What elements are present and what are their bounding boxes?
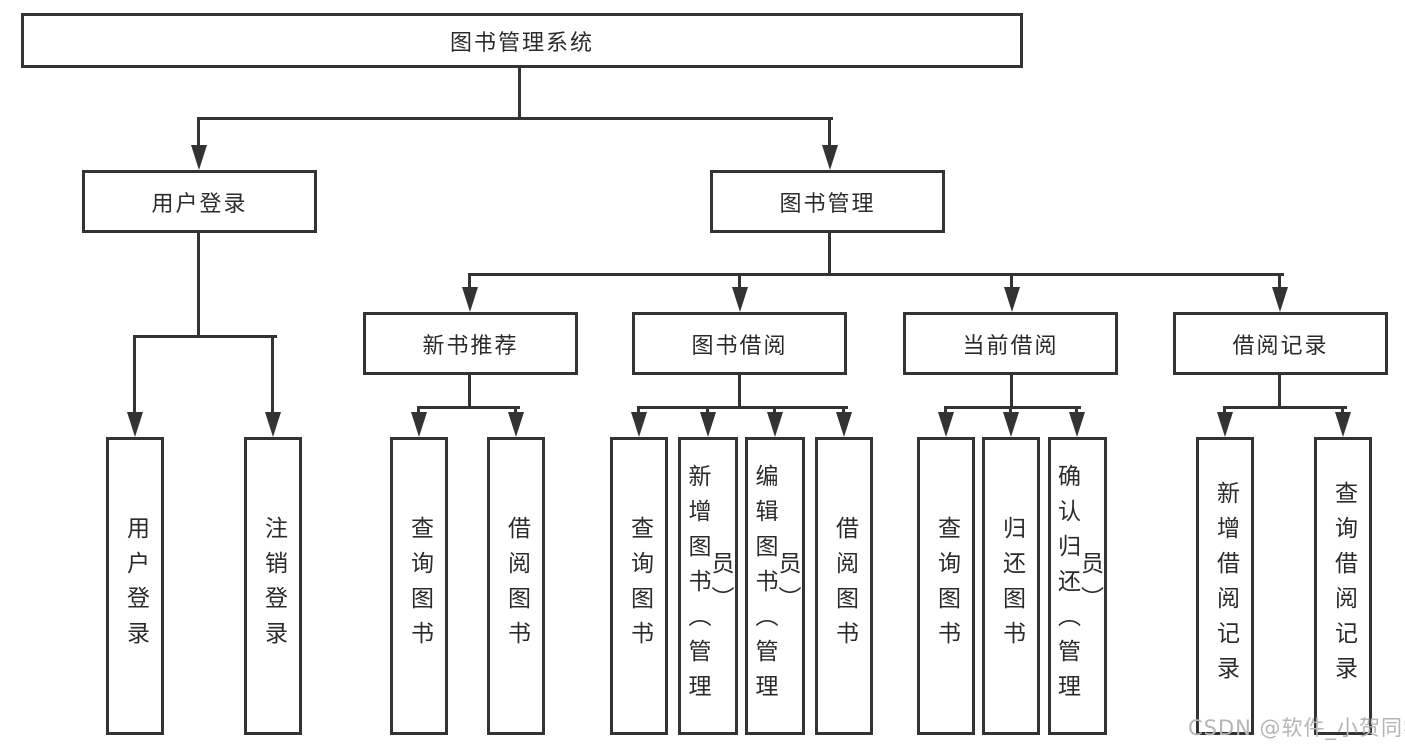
watermark-text: CSDN @软件_小贺同学	[1188, 716, 1405, 740]
node-current-borrowing: 当前借阅	[903, 312, 1118, 375]
node-label: 查询图书	[626, 516, 653, 656]
arrow-down-icon	[265, 412, 281, 437]
connector-line	[828, 233, 831, 273]
arrow-down-icon	[1004, 287, 1020, 312]
connector-line	[133, 335, 277, 338]
arrow-down-icon	[767, 412, 783, 437]
node-label: 确认归还（管理员）	[1053, 463, 1103, 709]
connector-line	[417, 406, 520, 409]
arrow-down-icon	[191, 145, 207, 170]
connector-line	[468, 273, 1284, 276]
node-label: 新书推荐	[422, 333, 519, 359]
arrow-down-icon	[1335, 412, 1351, 437]
node-label: 用户登录	[122, 516, 149, 656]
node-label: 注销登录	[260, 516, 287, 656]
arrow-down-icon	[836, 412, 852, 437]
node-book-management: 图书管理	[710, 170, 945, 233]
arrow-down-icon	[732, 287, 748, 312]
node-label: 用户登录	[151, 191, 248, 217]
leaf-query-books: 查询图书	[917, 437, 975, 735]
connector-line	[1010, 273, 1013, 292]
connector-line	[637, 406, 848, 409]
leaf-user-login: 用户登录	[106, 437, 164, 735]
leaf-query-books: 查询图书	[390, 437, 448, 735]
node-label: 新增借阅记录	[1212, 481, 1239, 691]
node-label: 图书借阅	[691, 333, 788, 359]
connector-line	[1223, 406, 1347, 409]
arrow-down-icon	[1272, 287, 1288, 312]
node-book-management-system: 图书管理系统	[21, 13, 1023, 68]
connector-line	[271, 335, 274, 415]
node-label: 借阅图书	[831, 516, 858, 656]
connector-line	[828, 117, 831, 150]
connector-line	[1278, 375, 1281, 409]
node-user-login: 用户登录	[82, 170, 317, 233]
arrow-down-icon	[700, 412, 716, 437]
connector-line	[738, 375, 741, 409]
leaf-confirm-return-admin: 确认归还（管理员）	[1048, 437, 1107, 735]
node-label: 归还图书	[998, 516, 1025, 656]
leaf-add-books-admin: 新增图书（管理员）	[678, 437, 738, 735]
connector-line	[1010, 375, 1013, 409]
node-label: 新增图书（管理员）	[684, 463, 733, 709]
node-label: 查询借阅记录	[1330, 481, 1357, 691]
connector-line	[468, 375, 471, 409]
node-label: 查询图书	[406, 516, 433, 656]
connector-line	[518, 68, 521, 117]
connector-line	[468, 273, 471, 292]
connector-line	[738, 273, 741, 292]
node-label: 编辑图书（管理员）	[751, 463, 800, 709]
leaf-return-books: 归还图书	[982, 437, 1040, 735]
connector-line	[1278, 273, 1281, 292]
arrow-down-icon	[1069, 412, 1085, 437]
node-label: 查询图书	[933, 516, 960, 656]
leaf-borrow-books: 借阅图书	[487, 437, 545, 735]
arrow-down-icon	[1003, 412, 1019, 437]
arrow-down-icon	[127, 412, 143, 437]
connector-line	[197, 233, 200, 335]
arrow-down-icon	[1217, 412, 1233, 437]
leaf-query-books: 查询图书	[610, 437, 668, 735]
node-book-borrowing: 图书借阅	[632, 312, 847, 375]
node-label: 当前借阅	[962, 333, 1059, 359]
node-new-book-recommendation: 新书推荐	[363, 312, 578, 375]
arrow-down-icon	[938, 412, 954, 437]
leaf-edit-books-admin: 编辑图书（管理员）	[745, 437, 805, 735]
leaf-query-borrow-record: 查询借阅记录	[1314, 437, 1372, 735]
connector-line	[197, 117, 833, 120]
arrow-down-icon	[508, 412, 524, 437]
node-borrowing-records: 借阅记录	[1173, 312, 1388, 375]
arrow-down-icon	[822, 145, 838, 170]
connector-line	[133, 335, 136, 415]
leaf-borrow-books: 借阅图书	[815, 437, 873, 735]
csdn-watermark: CSDN @软件_小贺同学	[1188, 712, 1405, 742]
node-label: 借阅记录	[1232, 333, 1329, 359]
node-label: 图书管理系统	[449, 30, 594, 56]
leaf-add-borrow-record: 新增借阅记录	[1196, 437, 1254, 735]
connector-line	[197, 117, 200, 150]
arrow-down-icon	[462, 287, 478, 312]
arrow-down-icon	[411, 412, 427, 437]
leaf-logout: 注销登录	[244, 437, 302, 735]
connector-line	[944, 406, 1081, 409]
node-label: 图书管理	[779, 191, 876, 217]
node-label: 借阅图书	[503, 516, 530, 656]
arrow-down-icon	[631, 412, 647, 437]
